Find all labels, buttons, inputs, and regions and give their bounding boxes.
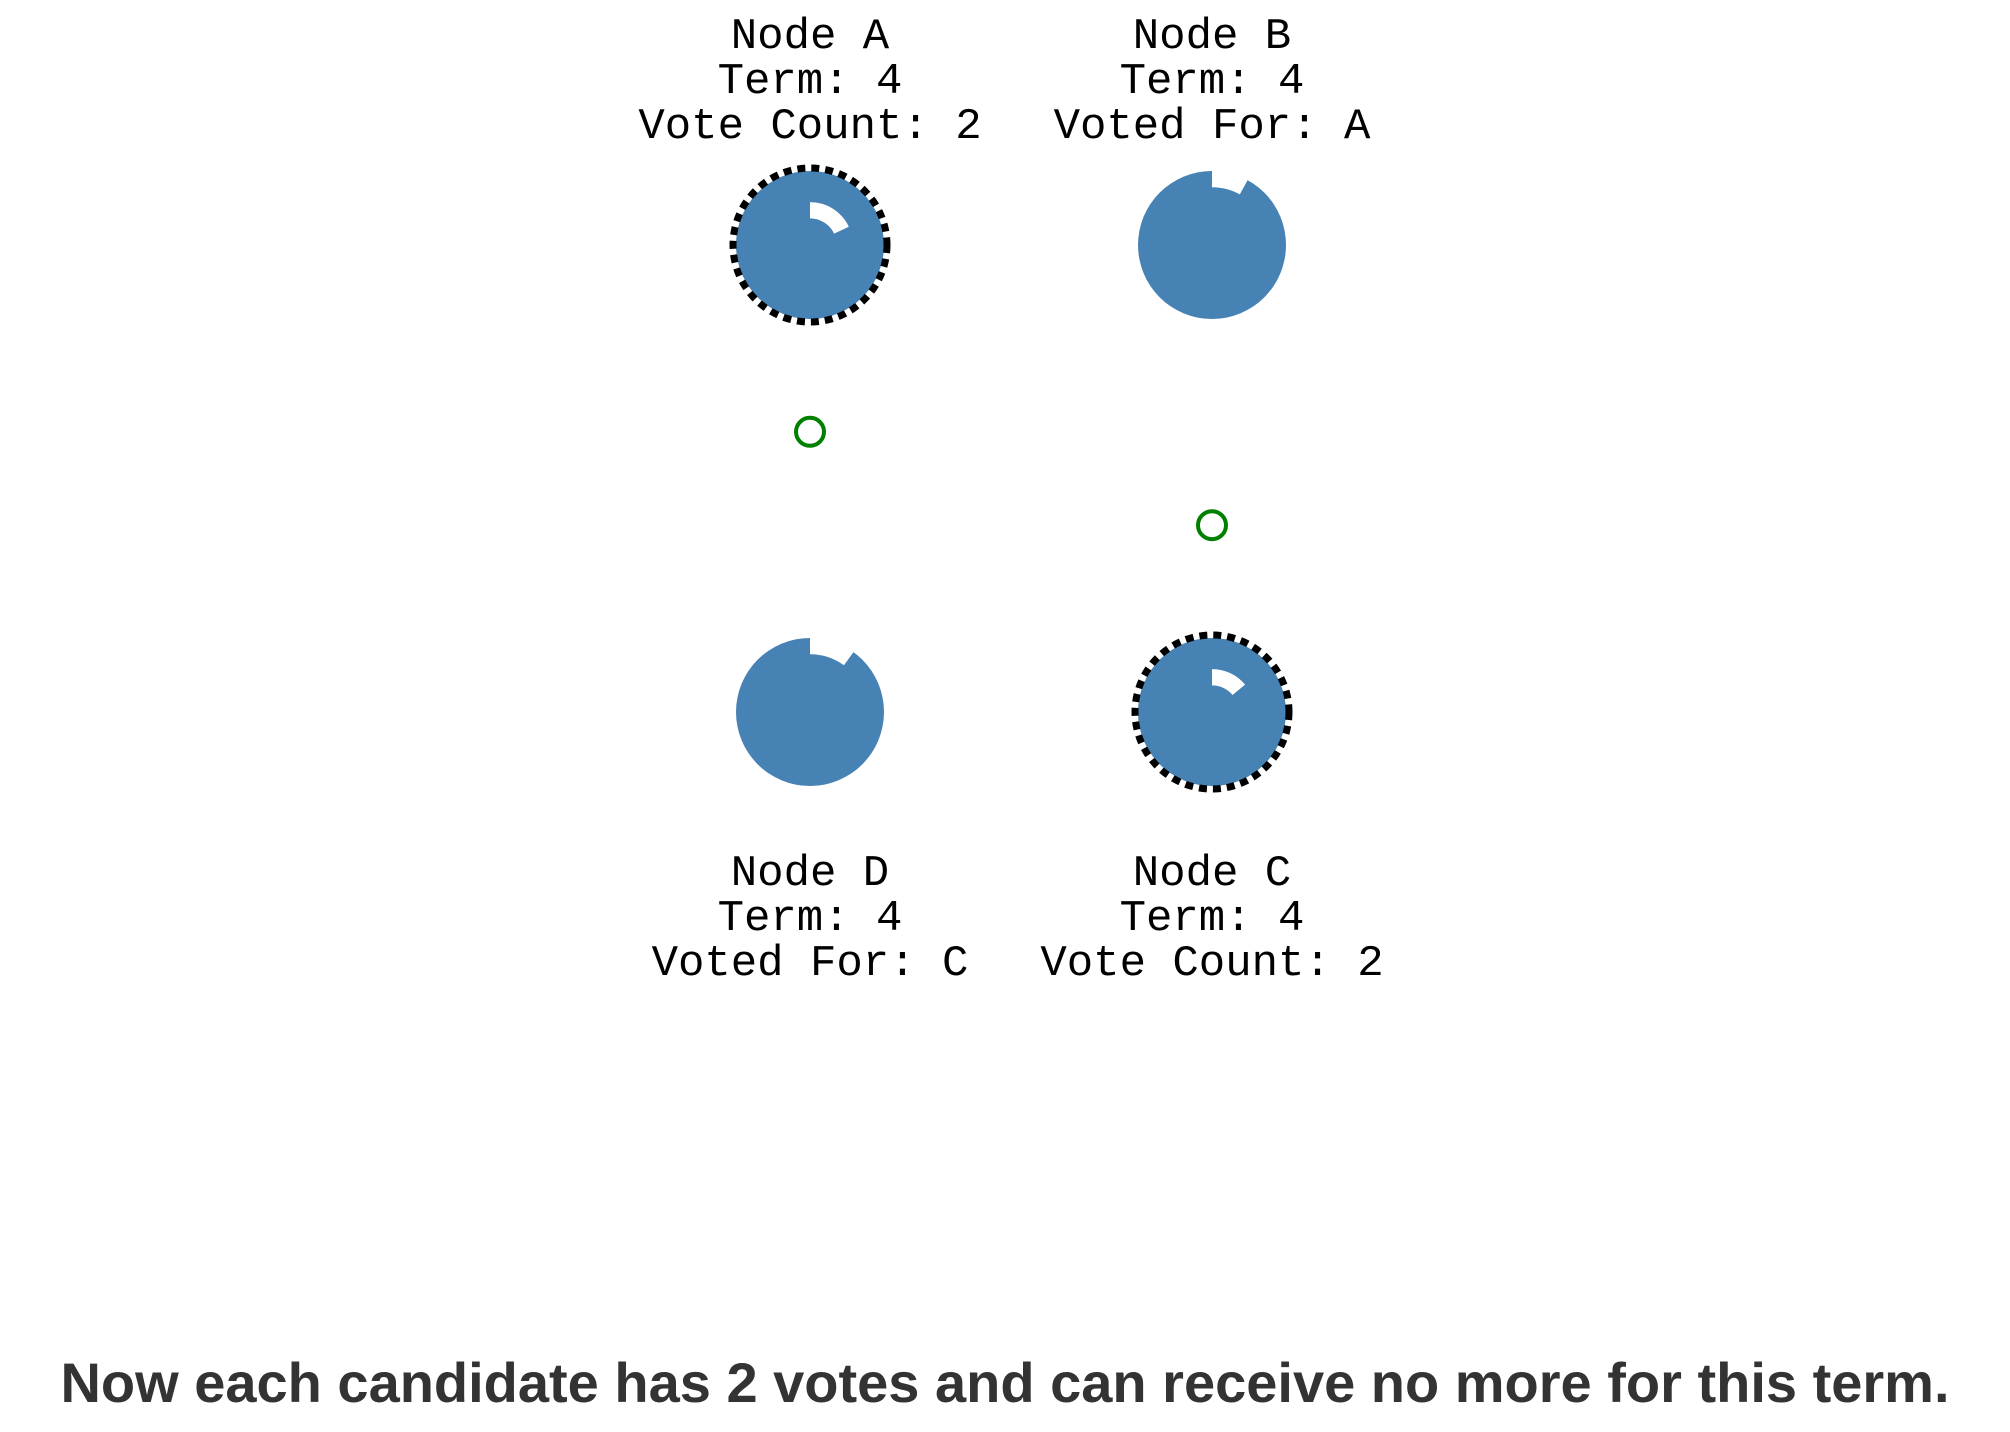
step-caption: Now each candidate has 2 votes and can r…	[60, 1351, 1950, 1414]
node-label-line: Vote Count: 2	[638, 102, 981, 152]
node-label-line: Term: 4	[1120, 57, 1305, 107]
node-label-line: Voted For: A	[1054, 102, 1371, 152]
node-label-line: Node B	[1133, 12, 1291, 62]
election-timer-notch-icon	[1212, 169, 1249, 195]
node-circle[interactable]	[1138, 638, 1286, 786]
node-label-line: Term: 4	[1120, 894, 1305, 944]
election-timer-arc-icon	[1212, 669, 1246, 696]
election-timer-arc-icon	[810, 202, 849, 234]
node-circle[interactable]	[1138, 171, 1286, 319]
vote-message-icon	[1196, 509, 1228, 542]
vote-message-icon	[794, 415, 826, 448]
node-label-line: Term: 4	[718, 57, 903, 107]
node-circle[interactable]	[736, 638, 884, 786]
election-timer-notch-icon	[810, 636, 855, 666]
node-label-line: Node C	[1133, 849, 1291, 899]
messages-layer	[794, 415, 1228, 542]
candidate-border	[729, 164, 891, 326]
node-circle[interactable]	[736, 171, 884, 319]
node-label-line: Vote Count: 2	[1040, 939, 1383, 989]
candidate-border	[1131, 631, 1293, 793]
node-label-line: Node D	[731, 849, 889, 899]
node-label-line: Term: 4	[718, 894, 903, 944]
node-label-line: Node A	[731, 12, 890, 62]
node-label-line: Voted For: C	[652, 939, 969, 989]
